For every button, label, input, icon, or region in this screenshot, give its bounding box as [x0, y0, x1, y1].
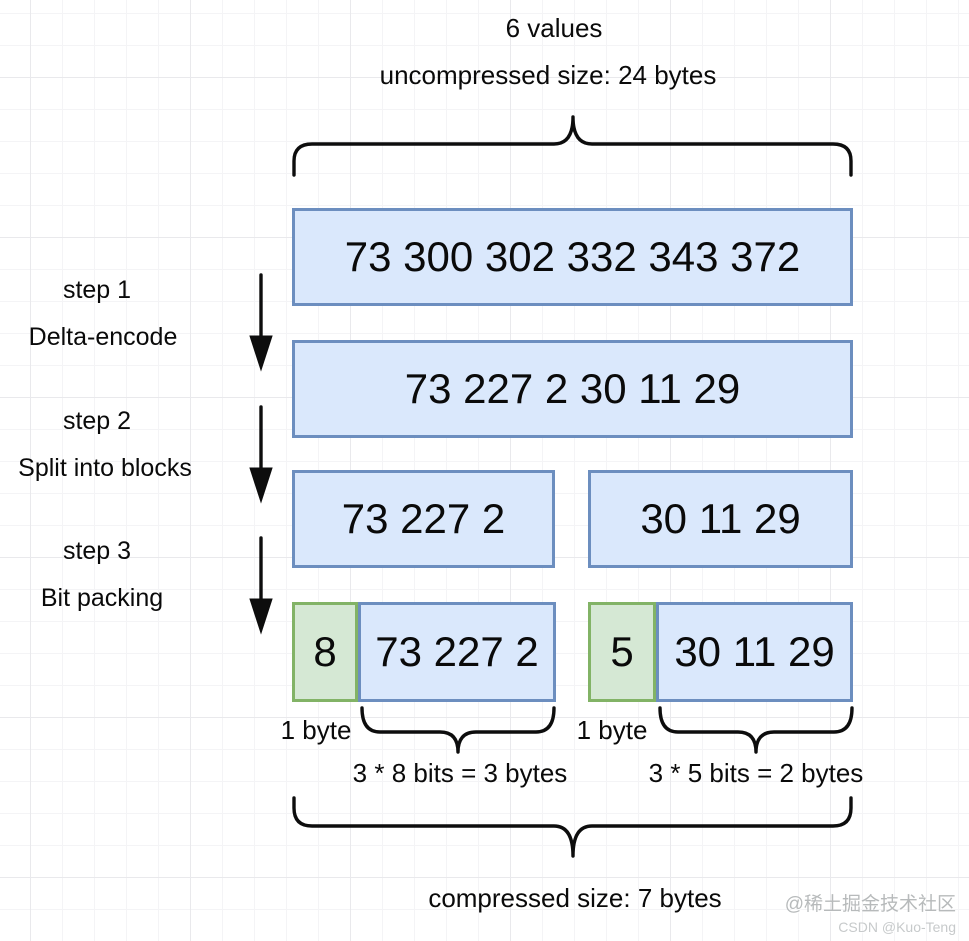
step3-arrow-icon [249, 536, 273, 635]
step1-arrow-icon [249, 273, 273, 372]
packed1-brace [360, 706, 556, 754]
step3-label: step 3 [62, 537, 132, 565]
bits-label-left: 3 * 8 bits = 3 bytes [352, 758, 568, 788]
step1-name: Delta-encode [28, 323, 178, 351]
box-block-1: 73 227 2 [292, 470, 555, 568]
step1-label: step 1 [62, 276, 132, 304]
byte-label-right: 1 byte [576, 715, 648, 745]
step3-name: Bit packing [40, 584, 164, 612]
packed1-values-box: 73 227 2 [358, 602, 556, 702]
bits-label-right: 3 * 5 bits = 2 bytes [648, 758, 864, 788]
bottom-brace [292, 796, 853, 858]
box-original-values: 73 300 302 332 343 372 [292, 208, 853, 306]
watermark-community: @稀土掘金技术社区 [784, 894, 956, 915]
packed2-bitwidth-box: 5 [588, 602, 656, 702]
step2-label: step 2 [62, 407, 132, 435]
box-block-2: 30 11 29 [588, 470, 853, 568]
watermark: @稀土掘金技术社区 CSDN @Kuo-Teng [656, 893, 956, 939]
watermark-author: CSDN @Kuo-Teng [838, 919, 956, 935]
step2-arrow-icon [249, 405, 273, 504]
top-brace [292, 115, 853, 177]
step2-name: Split into blocks [18, 454, 192, 482]
values-count-label: 6 values [505, 13, 603, 43]
box-delta-values: 73 227 2 30 11 29 [292, 340, 853, 438]
packed1-bitwidth-box: 8 [292, 602, 358, 702]
packed2-values-box: 30 11 29 [656, 602, 853, 702]
compressed-size-label: compressed size: 7 bytes [428, 883, 722, 913]
uncompressed-size-label: uncompressed size: 24 bytes [379, 60, 717, 90]
byte-label-left: 1 byte [280, 715, 352, 745]
packed2-brace [658, 706, 854, 754]
